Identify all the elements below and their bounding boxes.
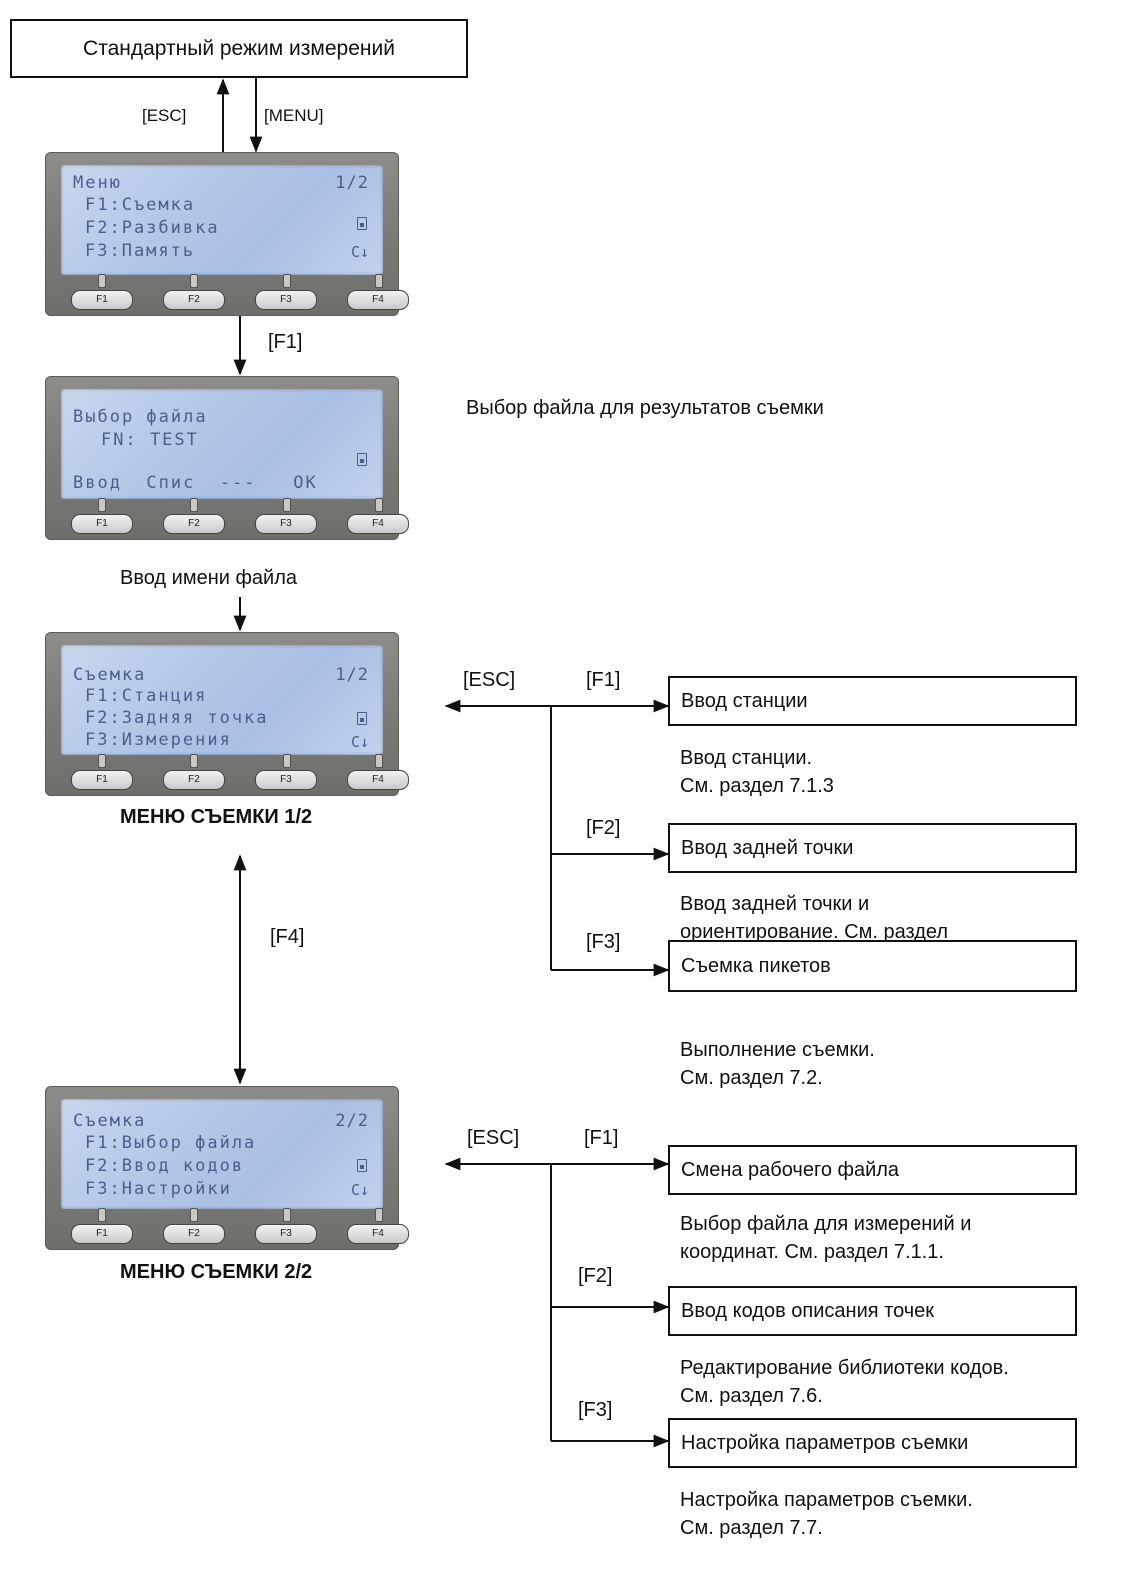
f1-key-label: [F1] — [268, 331, 303, 353]
menu-screen: Меню 1/2 F1:Съемка F2:Разбивка F3:Память… — [45, 152, 409, 316]
esc-key-label: [ESC] — [463, 669, 516, 691]
f1-key-label: [F1] — [584, 1127, 619, 1149]
menu-line-1: F1:Станция — [85, 686, 208, 706]
f2-softkey[interactable]: F2 — [163, 770, 225, 790]
survey-settings-box: Настройка параметров съемки — [668, 1418, 1077, 1468]
working-file-box: Смена рабочего файла — [668, 1145, 1077, 1195]
f1-key-label: [F1] — [586, 669, 621, 691]
f4-softkey[interactable]: F4 — [347, 514, 409, 534]
survey-menu-2-screen: Съемка 2/2 F1:Выбор файла F2:Ввод кодов … — [45, 1086, 409, 1250]
backsight-input-label: Ввод задней точки — [681, 836, 854, 859]
c-down-icon: C↓ — [350, 243, 369, 261]
battery-icon — [357, 712, 367, 725]
menu-line-2: F2:Разбивка — [85, 218, 220, 238]
picket-survey-desc: Выполнение съемки. См. раздел 7.2. — [680, 1039, 875, 1089]
backsight-input-box: Ввод задней точки — [668, 823, 1077, 873]
survey-menu-1-caption: МЕНЮ СЪЕМКИ 1/2 — [120, 806, 313, 828]
screen-page: 1/2 — [335, 665, 369, 685]
menu-line-3: F3:Измерения — [85, 730, 232, 750]
f1-softkey[interactable]: F1 — [71, 290, 133, 310]
f1-softkey[interactable]: F1 — [71, 1224, 133, 1244]
lcd-display: Съемка 1/2 F1:Станция F2:Задняя точка F3… — [61, 645, 383, 755]
station-input-box: Ввод станции — [668, 676, 1077, 726]
f4-key-label: [F4] — [270, 926, 305, 948]
menu-line-2: F2:Ввод кодов — [85, 1156, 245, 1176]
esc-key-label: [ESC] — [467, 1127, 520, 1149]
screen-page: 1/2 — [335, 173, 369, 193]
lcd-display: Меню 1/2 F1:Съемка F2:Разбивка F3:Память… — [61, 165, 383, 275]
survey-menu-2-caption: МЕНЮ СЪЕМКИ 2/2 — [120, 1261, 313, 1283]
battery-icon — [357, 1159, 367, 1172]
survey-settings-label: Настройка параметров съемки — [681, 1431, 969, 1454]
lcd-display: Съемка 2/2 F1:Выбор файла F2:Ввод кодов … — [61, 1099, 383, 1209]
standard-mode-label: Стандартный режим измерений — [83, 36, 395, 60]
screen-title: Съемка — [73, 1111, 147, 1131]
backsight-input-desc: Ввод задней точки и ориентирование. См. … — [680, 893, 948, 943]
c-down-icon: C↓ — [350, 1181, 369, 1199]
f2-softkey[interactable]: F2 — [163, 1224, 225, 1244]
lcd-display: Выбор файла FN: TEST Ввод Спис --- OK — [61, 389, 383, 499]
menu-line-3: F3:Память — [85, 241, 196, 261]
f2-softkey[interactable]: F2 — [163, 290, 225, 310]
station-input-desc: Ввод станции. См. раздел 7.1.3 — [680, 747, 834, 797]
file-select-note: Выбор файла для результатов съемки — [466, 397, 824, 419]
screen-title: Выбор файла — [73, 407, 208, 427]
f2-softkey[interactable]: F2 — [163, 514, 225, 534]
f3-softkey[interactable]: F3 — [255, 290, 317, 310]
screen-page: 2/2 — [335, 1111, 369, 1131]
menu-line-3: F3:Настройки — [85, 1179, 232, 1199]
screen-title: Съемка — [73, 665, 147, 685]
f3-softkey[interactable]: F3 — [255, 770, 317, 790]
file-select-screen: Выбор файла FN: TEST Ввод Спис --- OK F1… — [45, 376, 409, 540]
menu-line-1: F1:Съемка — [85, 195, 196, 215]
menu-line-1: F1:Выбор файла — [85, 1133, 257, 1153]
screen-title: Меню — [73, 173, 122, 193]
station-input-label: Ввод станции — [681, 689, 808, 712]
f3-key-label: [F3] — [578, 1399, 613, 1421]
f1-softkey[interactable]: F1 — [71, 514, 133, 534]
f4-softkey[interactable]: F4 — [347, 1224, 409, 1244]
standard-mode-box: Стандартный режим измерений — [10, 19, 468, 78]
point-codes-label: Ввод кодов описания точек — [681, 1299, 935, 1322]
survey-settings-desc: Настройка параметров съемки. См. раздел … — [680, 1489, 973, 1539]
battery-icon — [357, 453, 367, 466]
picket-survey-box: Съемка пикетов — [668, 940, 1077, 992]
f4-softkey[interactable]: F4 — [347, 290, 409, 310]
working-file-desc: Выбор файла для измерений и координат. С… — [680, 1213, 972, 1263]
survey-menu-1-screen: Съемка 1/2 F1:Станция F2:Задняя точка F3… — [45, 632, 409, 796]
point-codes-desc: Редактирование библиотеки кодов. См. раз… — [680, 1357, 1009, 1407]
file-name-line: FN: TEST — [101, 430, 199, 450]
f4-softkey[interactable]: F4 — [347, 770, 409, 790]
working-file-label: Смена рабочего файла — [681, 1158, 900, 1181]
f2-key-label: [F2] — [578, 1265, 613, 1287]
menu-key-label: [MENU] — [264, 106, 324, 125]
file-name-input-note: Ввод имени файла — [120, 567, 298, 589]
f3-softkey[interactable]: F3 — [255, 1224, 317, 1244]
battery-icon — [357, 217, 367, 230]
f3-softkey[interactable]: F3 — [255, 514, 317, 534]
f3-key-label: [F3] — [586, 931, 621, 953]
menu-line-2: F2:Задняя точка — [85, 708, 269, 728]
c-down-icon: C↓ — [350, 733, 369, 751]
softkey-line: Ввод Спис --- OK — [73, 473, 318, 493]
esc-key-label: [ESC] — [142, 106, 187, 125]
picket-survey-label: Съемка пикетов — [681, 954, 831, 977]
f2-key-label: [F2] — [586, 817, 621, 839]
point-codes-box: Ввод кодов описания точек — [668, 1286, 1077, 1336]
f1-softkey[interactable]: F1 — [71, 770, 133, 790]
